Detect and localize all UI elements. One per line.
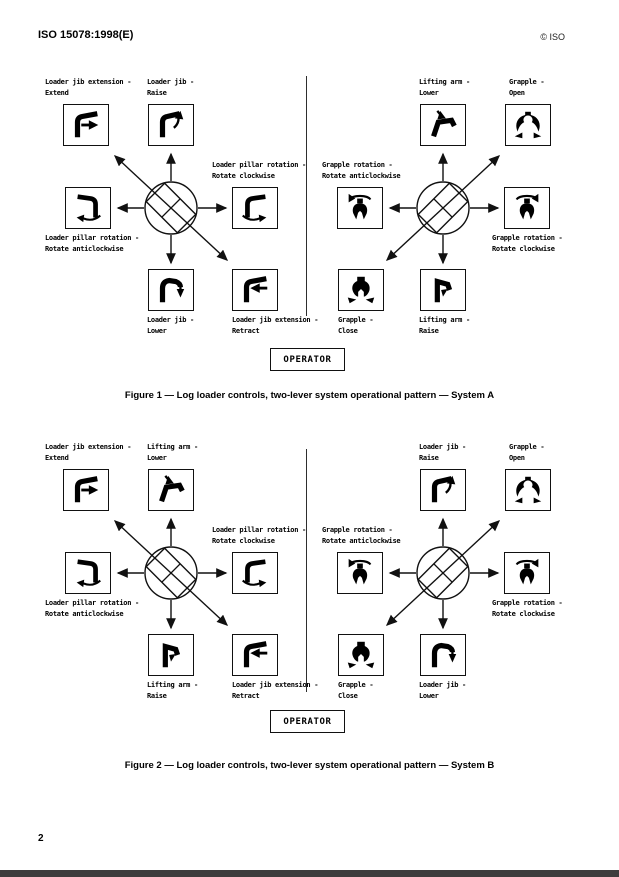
control-icon-box-top-left [63, 104, 109, 146]
jib-extend-icon [74, 476, 99, 503]
operator-label: OPERATOR [283, 354, 332, 365]
control-icon-box-right [232, 552, 278, 594]
lever-direction-diagram [113, 152, 229, 265]
control-label-bottom-right: Loader jib extension - Retract [232, 316, 319, 335]
lifting-arm-raise-icon [162, 643, 181, 668]
control-icon-box-bottom-right [232, 269, 278, 311]
figure2-caption: Figure 2 — Log loader controls, two-leve… [124, 760, 495, 771]
control-label-top-right: Grapple - Open [509, 443, 545, 462]
control-icon-box-left [65, 552, 111, 594]
control-label-right: Loader pillar rotation - Rotate clockwis… [212, 161, 306, 180]
control-label-left: Loader pillar rotation - Rotate anticloc… [45, 599, 139, 618]
grapple-close-icon [347, 276, 375, 304]
control-icon-box-right [504, 552, 550, 594]
grapple-rotate-cw-icon [515, 558, 539, 585]
jib-raise-icon [159, 110, 184, 138]
lifting-arm-lower-icon [431, 110, 457, 138]
jib-retract-icon [243, 276, 268, 303]
grapple-rotate-cw-icon [515, 193, 539, 220]
jib-lower-icon [159, 277, 185, 303]
control-icon-box-bottom [148, 634, 194, 676]
pillar-rotate-ccw-icon [76, 194, 101, 223]
figure1-divider-line [306, 76, 308, 316]
control-label-bottom-left: Grapple - Close [338, 681, 374, 700]
control-icon-box-bottom [420, 269, 466, 311]
control-icon-box-top-right [505, 104, 551, 146]
control-label-top-left: Loader jib extension - Extend [45, 78, 132, 97]
lever-direction-diagram [113, 517, 229, 630]
grapple-rotate-ccw-icon [348, 558, 372, 585]
control-label-top: Loader jib - Raise [147, 78, 194, 97]
control-icon-box-top [148, 469, 194, 511]
control-icon-box-top [420, 104, 466, 146]
control-label-top: Lifting arm - Lower [147, 443, 198, 462]
lever-direction-diagram [385, 517, 501, 630]
control-icon-box-right [504, 187, 550, 229]
control-label-bottom: Lifting arm - Raise [147, 681, 198, 700]
control-label-left: Grapple rotation - Rotate anticlockwise [322, 526, 401, 545]
figure1-caption: Figure 1 — Log loader controls, two-leve… [124, 390, 495, 401]
control-icon-box-top [148, 104, 194, 146]
jib-lower-icon [431, 642, 457, 668]
pillar-rotate-ccw-icon [76, 559, 101, 588]
control-icon-box-bottom-right [232, 634, 278, 676]
grapple-open-icon [514, 476, 542, 504]
control-label-top-left: Loader jib extension - Extend [45, 443, 132, 462]
control-label-left: Grapple rotation - Rotate anticlockwise [322, 161, 401, 180]
document-id: ISO 15078:1998(E) [38, 29, 134, 41]
control-icon-box-top [420, 469, 466, 511]
lever-direction-diagram [385, 152, 501, 265]
control-label-bottom: Loader jib - Lower [147, 316, 194, 335]
page-number: 2 [38, 833, 44, 844]
control-icon-box-top-right [505, 469, 551, 511]
control-icon-box-bottom-left [338, 269, 384, 311]
jib-raise-icon [431, 475, 456, 503]
fig2-operator-box: OPERATOR [270, 710, 345, 733]
control-icon-box-left [337, 552, 383, 594]
control-label-bottom-left: Grapple - Close [338, 316, 374, 335]
control-label-top: Loader jib - Raise [419, 443, 466, 462]
operator-label: OPERATOR [283, 716, 332, 727]
pillar-rotate-cw-icon [242, 194, 267, 223]
control-icon-box-bottom [420, 634, 466, 676]
control-icon-box-bottom [148, 269, 194, 311]
control-label-top: Lifting arm - Lower [419, 78, 470, 97]
scan-edge-bar [0, 870, 619, 877]
control-label-right: Loader pillar rotation - Rotate clockwis… [212, 526, 306, 545]
grapple-rotate-ccw-icon [348, 193, 372, 220]
copyright-notice: © ISO [540, 32, 565, 42]
pillar-rotate-cw-icon [242, 559, 267, 588]
control-icon-box-bottom-left [338, 634, 384, 676]
control-icon-box-right [232, 187, 278, 229]
control-label-top-right: Grapple - Open [509, 78, 545, 97]
fig1-operator-box: OPERATOR [270, 348, 345, 371]
jib-extend-icon [74, 111, 99, 138]
lifting-arm-raise-icon [434, 278, 453, 303]
control-label-right: Grapple rotation - Rotate clockwise [492, 599, 563, 618]
figure2-divider-line [306, 449, 308, 692]
control-label-bottom: Lifting arm - Raise [419, 316, 470, 335]
control-label-left: Loader pillar rotation - Rotate anticloc… [45, 234, 139, 253]
grapple-close-icon [347, 641, 375, 669]
jib-retract-icon [243, 641, 268, 668]
control-label-bottom: Loader jib - Lower [419, 681, 466, 700]
grapple-open-icon [514, 111, 542, 139]
control-icon-box-top-left [63, 469, 109, 511]
control-icon-box-left [337, 187, 383, 229]
control-label-bottom-right: Loader jib extension - Retract [232, 681, 319, 700]
lifting-arm-lower-icon [159, 475, 185, 503]
control-icon-box-left [65, 187, 111, 229]
control-label-right: Grapple rotation - Rotate clockwise [492, 234, 563, 253]
